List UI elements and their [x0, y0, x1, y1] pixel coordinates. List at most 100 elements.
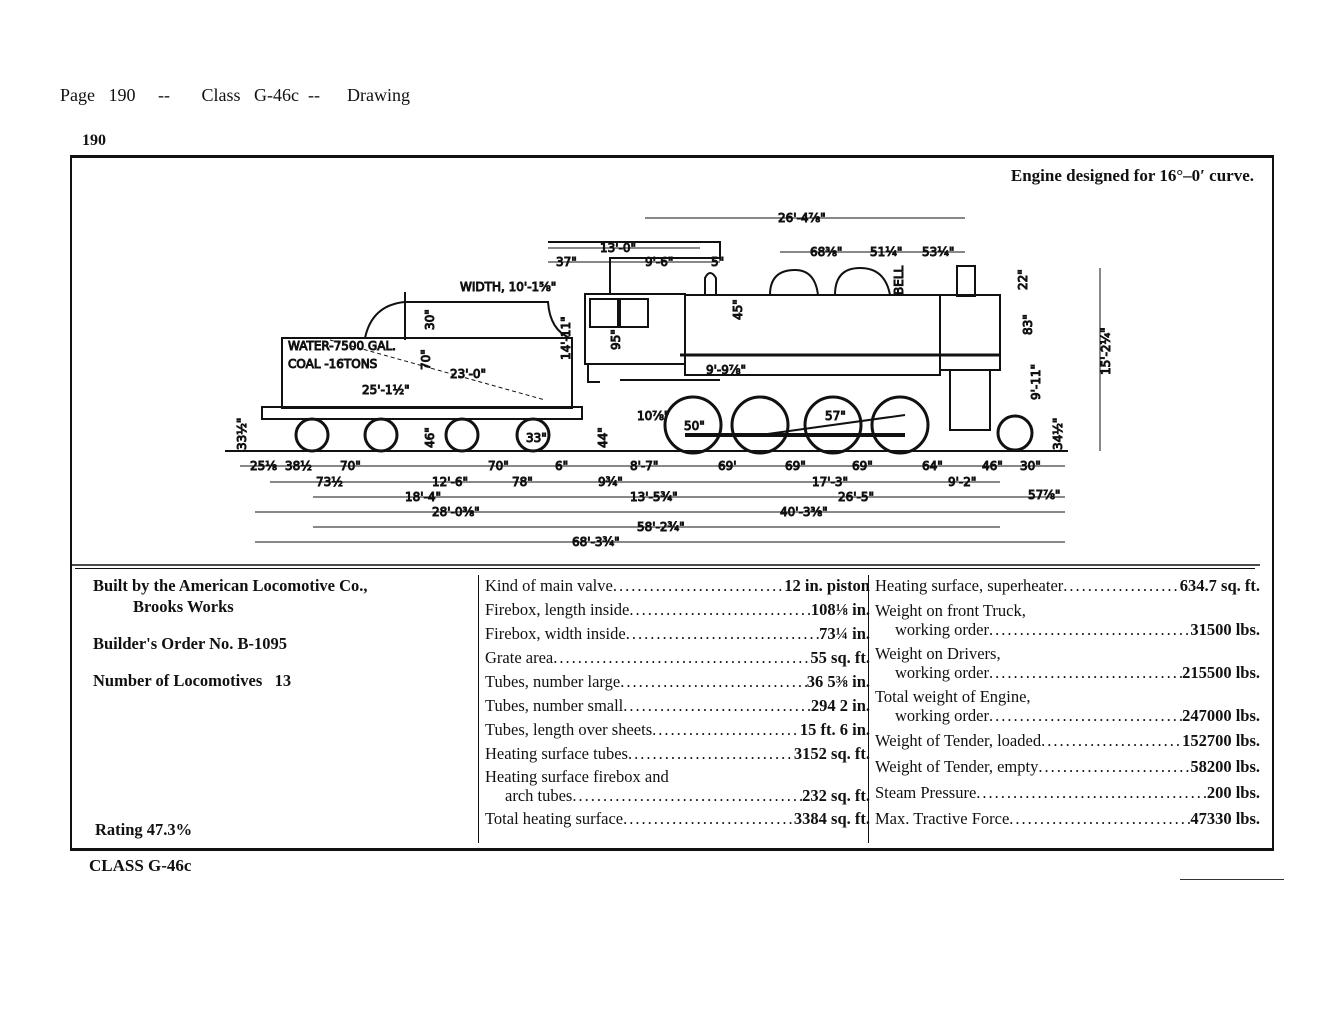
dim-label: 33"	[526, 431, 547, 445]
spec-item: Total weight of Engine,working order2470…	[875, 687, 1260, 725]
spec-value: 47330 lbs.	[1190, 809, 1260, 828]
spec-row: arch tubes 232 sq. ft.	[505, 786, 870, 805]
separator: --	[158, 85, 170, 105]
dim-label: 50"	[684, 419, 705, 433]
dim-label: 40'-3⅜"	[780, 505, 828, 519]
spec-label: Heating surface tubes	[485, 744, 628, 763]
spec-label: Tubes, number large	[485, 672, 621, 691]
leader-dots	[1009, 808, 1190, 829]
builder-info: Built by the American Locomotive Co., Br…	[93, 575, 473, 843]
dim-label: 12'-6"	[432, 475, 468, 489]
spec-row: Firebox, width inside 73¼ in.	[485, 623, 870, 644]
leader-dots	[989, 620, 1190, 639]
spec-label-line: Heating surface firebox and	[485, 767, 669, 786]
dim-label: 58'-2¾"	[637, 520, 685, 534]
dim-label: 30"	[423, 309, 437, 330]
spec-label: Max. Tractive Force	[875, 809, 1010, 828]
spec-value: 294 2 in.	[810, 696, 870, 715]
boiler-specs: Kind of main valve 12 in. pistonFirebox, …	[478, 575, 870, 843]
locomotives-count-label: Number of Locomotives	[93, 671, 263, 690]
dim-label: 26'-4⅞"	[778, 211, 826, 225]
bell-label: BELL	[892, 266, 906, 296]
leader-dots	[976, 782, 1207, 803]
page-header: Page 190 -- Class G-46c -- Drawing	[60, 85, 410, 106]
dim-label: 5"	[711, 255, 724, 269]
class-label: Class	[201, 85, 241, 105]
spec-label: Firebox, width inside	[485, 624, 626, 643]
spec-row: working order 31500 lbs.	[895, 620, 1260, 639]
spec-value: 12 in. piston	[784, 576, 870, 595]
section-label: Drawing	[347, 85, 410, 105]
dim-label: 8'-7"	[630, 459, 658, 473]
plate-frame	[70, 155, 1274, 851]
dim-label: 6"	[555, 459, 568, 473]
class-value: G-46c	[254, 85, 299, 105]
dim-label: 13'-5¾"	[630, 490, 678, 504]
dim-label: 70"	[340, 459, 361, 473]
spec-row: Weight of Tender, empty 58200 lbs.	[875, 756, 1260, 777]
page-label: Page	[60, 85, 95, 105]
printed-page-number: 190	[82, 132, 106, 149]
spec-row: Tubes, length over sheets15 ft. 6 in.	[485, 719, 870, 740]
dim-label: 68⅜"	[810, 245, 842, 259]
spec-value: 31500 lbs.	[1190, 620, 1260, 639]
leader-dots	[623, 808, 794, 829]
spec-value: 3152 sq. ft.	[793, 744, 870, 763]
leader-dots	[628, 743, 794, 764]
spec-item: Weight on Drivers,working order215500 lb…	[875, 644, 1260, 682]
dim-label: 13'-0"	[600, 241, 636, 255]
dim-label: 83"	[1021, 314, 1035, 335]
dim-label: 78"	[512, 475, 533, 489]
spec-label: Weight of Tender, empty	[875, 757, 1039, 776]
spec-row: Tubes, number small294 2 in.	[485, 695, 870, 716]
leader-dots	[572, 786, 802, 805]
spec-row: Grate area55 sq. ft.	[485, 647, 870, 668]
spec-label-line: Weight on front Truck,	[875, 601, 1026, 620]
spec-label: working order	[895, 620, 989, 639]
spec-row: Weight of Tender, loaded152700 lbs.	[875, 730, 1260, 751]
spec-label: arch tubes	[505, 786, 573, 805]
dim-label: 9'-9⅞"	[706, 363, 746, 377]
width-note: WIDTH, 10'-1⅝"	[460, 280, 556, 294]
dim-label: 37"	[556, 255, 577, 269]
dim-label: 45"	[731, 299, 745, 320]
drawing-labels: WIDTH, 10'-1⅝" WATER-7500 GAL. COAL -16T…	[235, 211, 1114, 550]
dim-label: 9'-2"	[948, 475, 976, 489]
dim-label: 64"	[922, 459, 943, 473]
works: Brooks Works	[133, 597, 234, 616]
dim-label: 44"	[596, 427, 610, 448]
spec-label: Kind of main valve	[485, 576, 613, 595]
dim-label: 69"	[852, 459, 873, 473]
specifications-table: Built by the American Locomotive Co., Br…	[75, 568, 1260, 843]
leader-dots	[1041, 730, 1182, 751]
cab	[548, 241, 721, 383]
curve-note: Engine designed for 16°–0′ curve.	[1010, 166, 1254, 185]
dim-label: 9'-11"	[1029, 364, 1043, 400]
dim-label: 70"	[488, 459, 509, 473]
rating: Rating 47.3%	[95, 820, 193, 839]
leader-dots	[553, 647, 810, 668]
driving-wheels	[663, 395, 1034, 455]
divider	[1180, 879, 1284, 880]
dim-label: 70"	[419, 349, 433, 370]
spec-row: working order247000 lbs.	[895, 706, 1260, 725]
water-capacity: WATER-7500 GAL.	[288, 339, 396, 353]
dim-label: 25⅛	[250, 459, 277, 473]
spec-value: 55 sq. ft.	[810, 648, 870, 667]
dim-label: 34½"	[1051, 418, 1065, 450]
spec-value: 73¼ in.	[819, 624, 870, 643]
leader-dots	[613, 575, 784, 596]
spec-value: 232 sq. ft.	[802, 786, 870, 805]
dim-label: 28'-0⅜"	[432, 505, 480, 519]
spec-value: 58200 lbs.	[1190, 757, 1260, 776]
tender-wheels	[294, 417, 551, 453]
spec-label: Tubes, length over sheets	[485, 720, 653, 739]
spec-value: 247000 lbs.	[1182, 706, 1260, 725]
dim-label: 38½	[285, 459, 312, 473]
spec-row: Heating surface, superheater634.7 sq. ft…	[875, 575, 1260, 596]
spec-label: working order	[895, 663, 989, 682]
leader-dots	[620, 671, 807, 692]
spec-label: Weight of Tender, loaded	[875, 731, 1042, 750]
spec-item: Weight on front Truck,working order 31500…	[875, 601, 1260, 639]
spec-row: Heating surface tubes 3152 sq. ft.	[485, 743, 870, 764]
